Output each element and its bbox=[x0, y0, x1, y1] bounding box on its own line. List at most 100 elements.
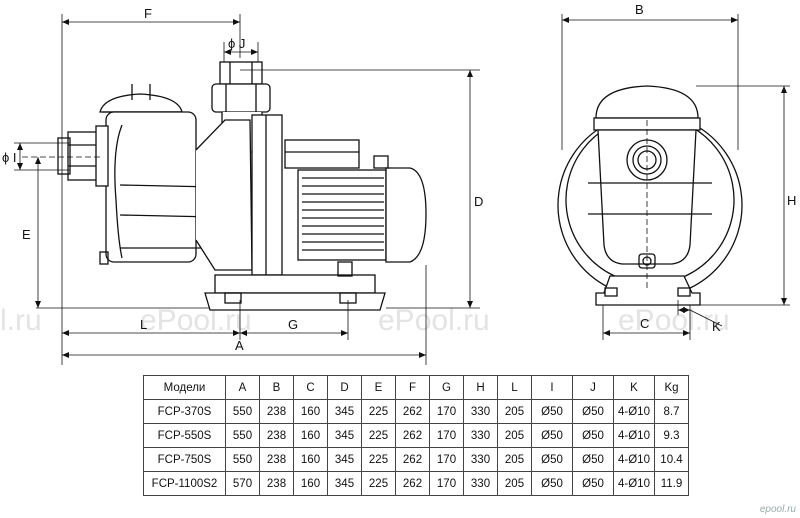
table-cell: Ø50 bbox=[572, 471, 614, 496]
table-cell: Ø50 bbox=[572, 447, 614, 472]
table-header-cell: I bbox=[531, 375, 573, 400]
front-view-dimension-labels: B H C K bbox=[635, 2, 796, 334]
table-cell: 345 bbox=[327, 423, 362, 448]
dimension-label-j: ϕ J bbox=[228, 36, 245, 51]
table-cell: 345 bbox=[327, 471, 362, 496]
pump-technical-drawing: l.ru ePool.ru ePool.ru ePool.ru bbox=[0, 2, 796, 365]
dimension-label-e: E bbox=[22, 227, 31, 242]
table-cell: 262 bbox=[395, 423, 430, 448]
pump-side-view bbox=[57, 61, 427, 311]
table-cell: 225 bbox=[361, 423, 396, 448]
table-header-cell: L bbox=[497, 375, 532, 400]
watermark-text: ePool.ru bbox=[378, 304, 490, 337]
table-cell: 10.4 bbox=[654, 447, 689, 472]
dimension-label-l: L bbox=[140, 317, 147, 332]
table-cell: 262 bbox=[395, 399, 430, 424]
table-cell: 238 bbox=[259, 447, 294, 472]
table-header-cell: Kg bbox=[654, 375, 689, 400]
table-cell: 11.9 bbox=[654, 471, 689, 496]
dimensions-table: Модели A B C D E F G H L I J K Kg FCP-37… bbox=[143, 375, 689, 496]
table-cell: 170 bbox=[429, 447, 464, 472]
table-header-cell: Модели bbox=[143, 375, 226, 400]
dimension-label-f: F bbox=[144, 6, 152, 21]
table-header-cell: H bbox=[463, 375, 498, 400]
dimension-label-k: K bbox=[712, 319, 721, 334]
table-cell: Ø50 bbox=[531, 423, 573, 448]
table-cell: Ø50 bbox=[531, 471, 573, 496]
dimension-label-i: ϕ I bbox=[2, 150, 17, 165]
table-cell: Ø50 bbox=[572, 423, 614, 448]
model-name-cell: FCP-1100S2 bbox=[143, 471, 226, 496]
table-cell: 570 bbox=[225, 471, 260, 496]
table-cell: 205 bbox=[497, 423, 532, 448]
table-cell: 330 bbox=[463, 447, 498, 472]
table-cell: 205 bbox=[497, 447, 532, 472]
table-header-cell: J bbox=[572, 375, 614, 400]
table-cell: 8.7 bbox=[654, 399, 689, 424]
front-view-dimensions bbox=[561, 14, 790, 340]
table-cell: Ø50 bbox=[531, 447, 573, 472]
pump-front-view bbox=[557, 85, 743, 306]
table-cell: 225 bbox=[361, 399, 396, 424]
table-cell: 205 bbox=[497, 471, 532, 496]
table-cell: 170 bbox=[429, 399, 464, 424]
table-cell: 170 bbox=[429, 423, 464, 448]
table-header-cell: C bbox=[293, 375, 328, 400]
dimension-label-b: B bbox=[635, 2, 644, 17]
table-cell: 550 bbox=[225, 447, 260, 472]
table-cell: 550 bbox=[225, 399, 260, 424]
table-cell: 550 bbox=[225, 423, 260, 448]
table-cell: 262 bbox=[395, 471, 430, 496]
table-cell: 4-Ø10 bbox=[613, 423, 655, 448]
model-name-cell: FCP-750S bbox=[143, 447, 226, 472]
dimension-label-g: G bbox=[288, 317, 298, 332]
table-header-cell: D bbox=[327, 375, 362, 400]
table-cell: 238 bbox=[259, 399, 294, 424]
table-cell: 330 bbox=[463, 423, 498, 448]
table-header-cell: K bbox=[613, 375, 655, 400]
dimension-label-a: A bbox=[235, 338, 244, 353]
dimension-label-c: C bbox=[640, 316, 649, 331]
table-cell: 330 bbox=[463, 471, 498, 496]
table-cell: 4-Ø10 bbox=[613, 447, 655, 472]
table-header-cell: B bbox=[259, 375, 294, 400]
table-cell: 160 bbox=[293, 471, 328, 496]
dimensions-table-container: Модели A B C D E F G H L I J K Kg FCP-37… bbox=[143, 375, 689, 496]
table-cell: 4-Ø10 bbox=[613, 399, 655, 424]
table-header-cell: A bbox=[225, 375, 260, 400]
table-cell: 170 bbox=[429, 471, 464, 496]
table-cell: 4-Ø10 bbox=[613, 471, 655, 496]
table-header-cell: E bbox=[361, 375, 396, 400]
table-cell: 160 bbox=[293, 423, 328, 448]
table-cell: 238 bbox=[259, 423, 294, 448]
side-view-dimension-labels: F ϕ J ϕ I E D L G A bbox=[2, 6, 483, 353]
table-cell: 262 bbox=[395, 447, 430, 472]
model-name-cell: FCP-550S bbox=[143, 423, 226, 448]
table-cell: Ø50 bbox=[572, 399, 614, 424]
watermark-text: l.ru bbox=[0, 304, 42, 337]
table-cell: 238 bbox=[259, 471, 294, 496]
table-cell: 225 bbox=[361, 447, 396, 472]
dimension-label-d: D bbox=[474, 194, 483, 209]
side-view-dimensions bbox=[14, 14, 480, 365]
table-cell: 225 bbox=[361, 471, 396, 496]
dimension-label-h: H bbox=[787, 193, 796, 208]
table-cell: 330 bbox=[463, 399, 498, 424]
table-cell: 205 bbox=[497, 399, 532, 424]
table-header-row: Модели A B C D E F G H L I J K Kg bbox=[143, 375, 689, 400]
table-cell: 345 bbox=[327, 399, 362, 424]
table-cell: 9.3 bbox=[654, 423, 689, 448]
model-name-cell: FCP-370S bbox=[143, 399, 226, 424]
table-cell: Ø50 bbox=[531, 399, 573, 424]
table-cell: 160 bbox=[293, 447, 328, 472]
table-cell: 160 bbox=[293, 399, 328, 424]
table-cell: 345 bbox=[327, 447, 362, 472]
table-header-cell: F bbox=[395, 375, 430, 400]
table-header-cell: G bbox=[429, 375, 464, 400]
corner-logo: epool.ru bbox=[759, 504, 796, 515]
